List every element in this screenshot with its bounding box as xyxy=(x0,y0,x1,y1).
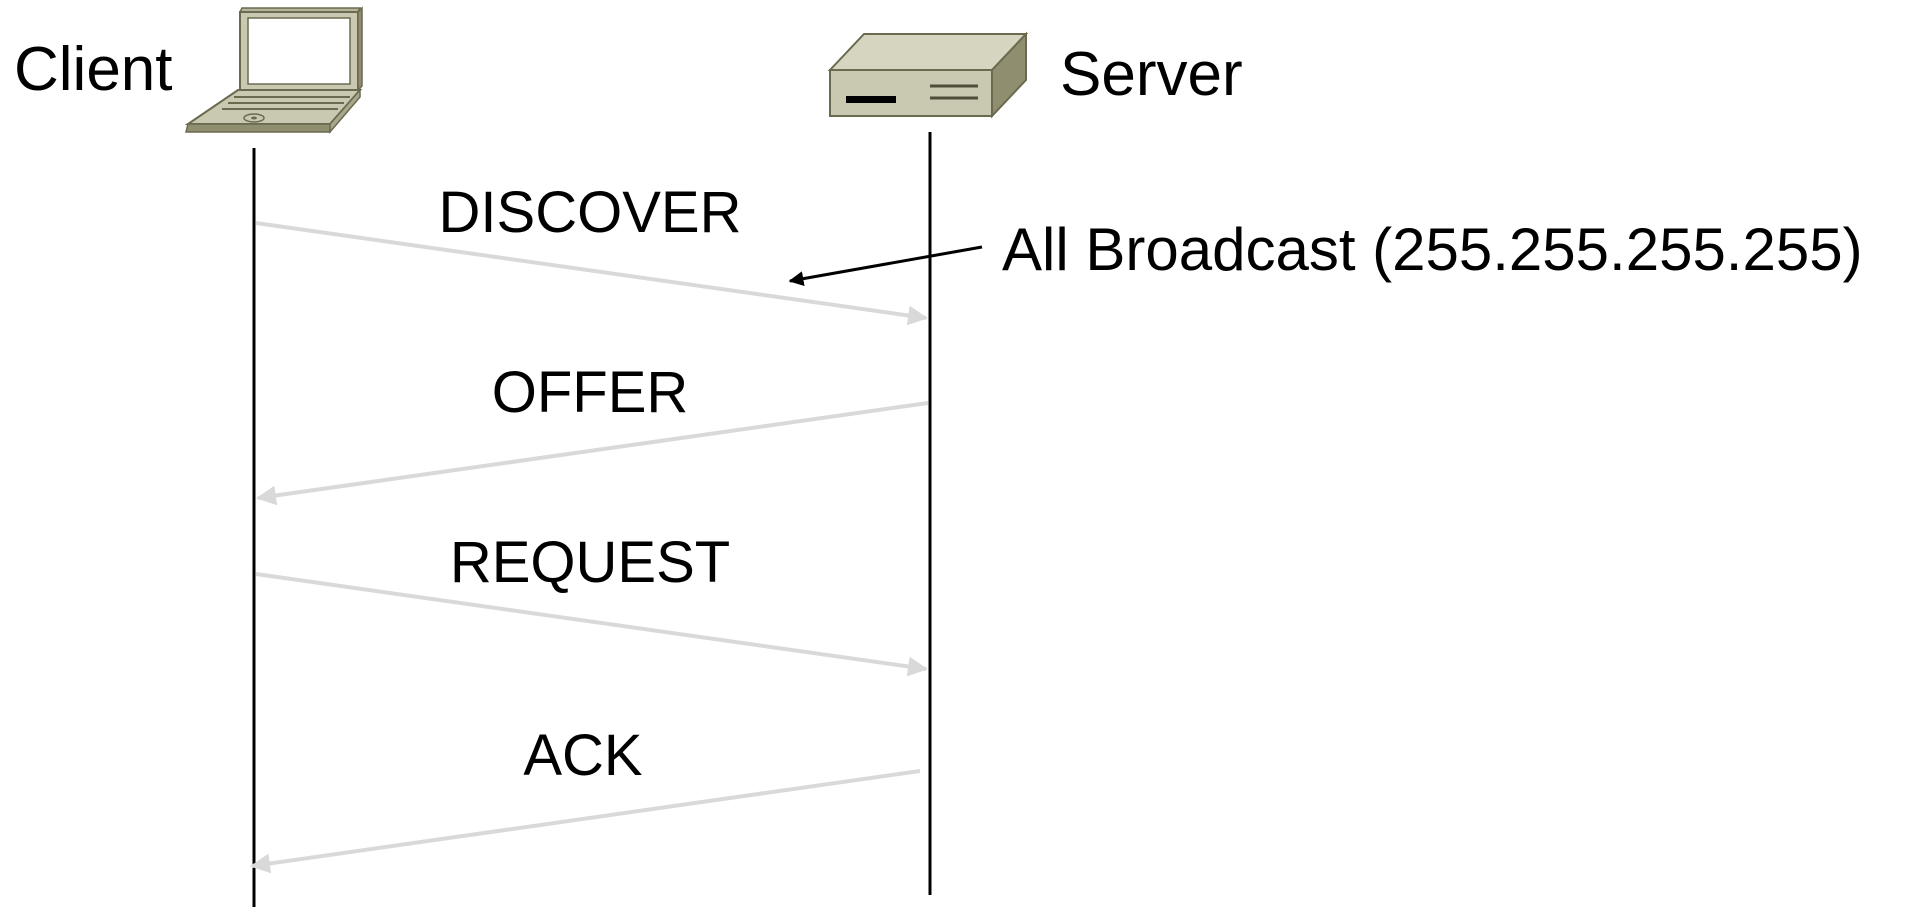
ack-arrow xyxy=(250,769,921,874)
server-icon xyxy=(827,31,1029,119)
request-arrow xyxy=(255,572,928,677)
server-label: Server xyxy=(1060,40,1243,109)
broadcast-note: All Broadcast (255.255.255.255) xyxy=(1002,216,1863,283)
broadcast-note-arrow xyxy=(788,245,983,287)
laptop-icon xyxy=(184,6,363,135)
offer-label: OFFER xyxy=(492,360,689,425)
discover-label: DISCOVER xyxy=(439,180,742,245)
request-label: REQUEST xyxy=(450,530,730,595)
discover-arrow xyxy=(255,221,928,326)
client-label: Client xyxy=(14,35,173,104)
offer-arrow xyxy=(256,401,929,506)
ack-label: ACK xyxy=(523,723,643,788)
